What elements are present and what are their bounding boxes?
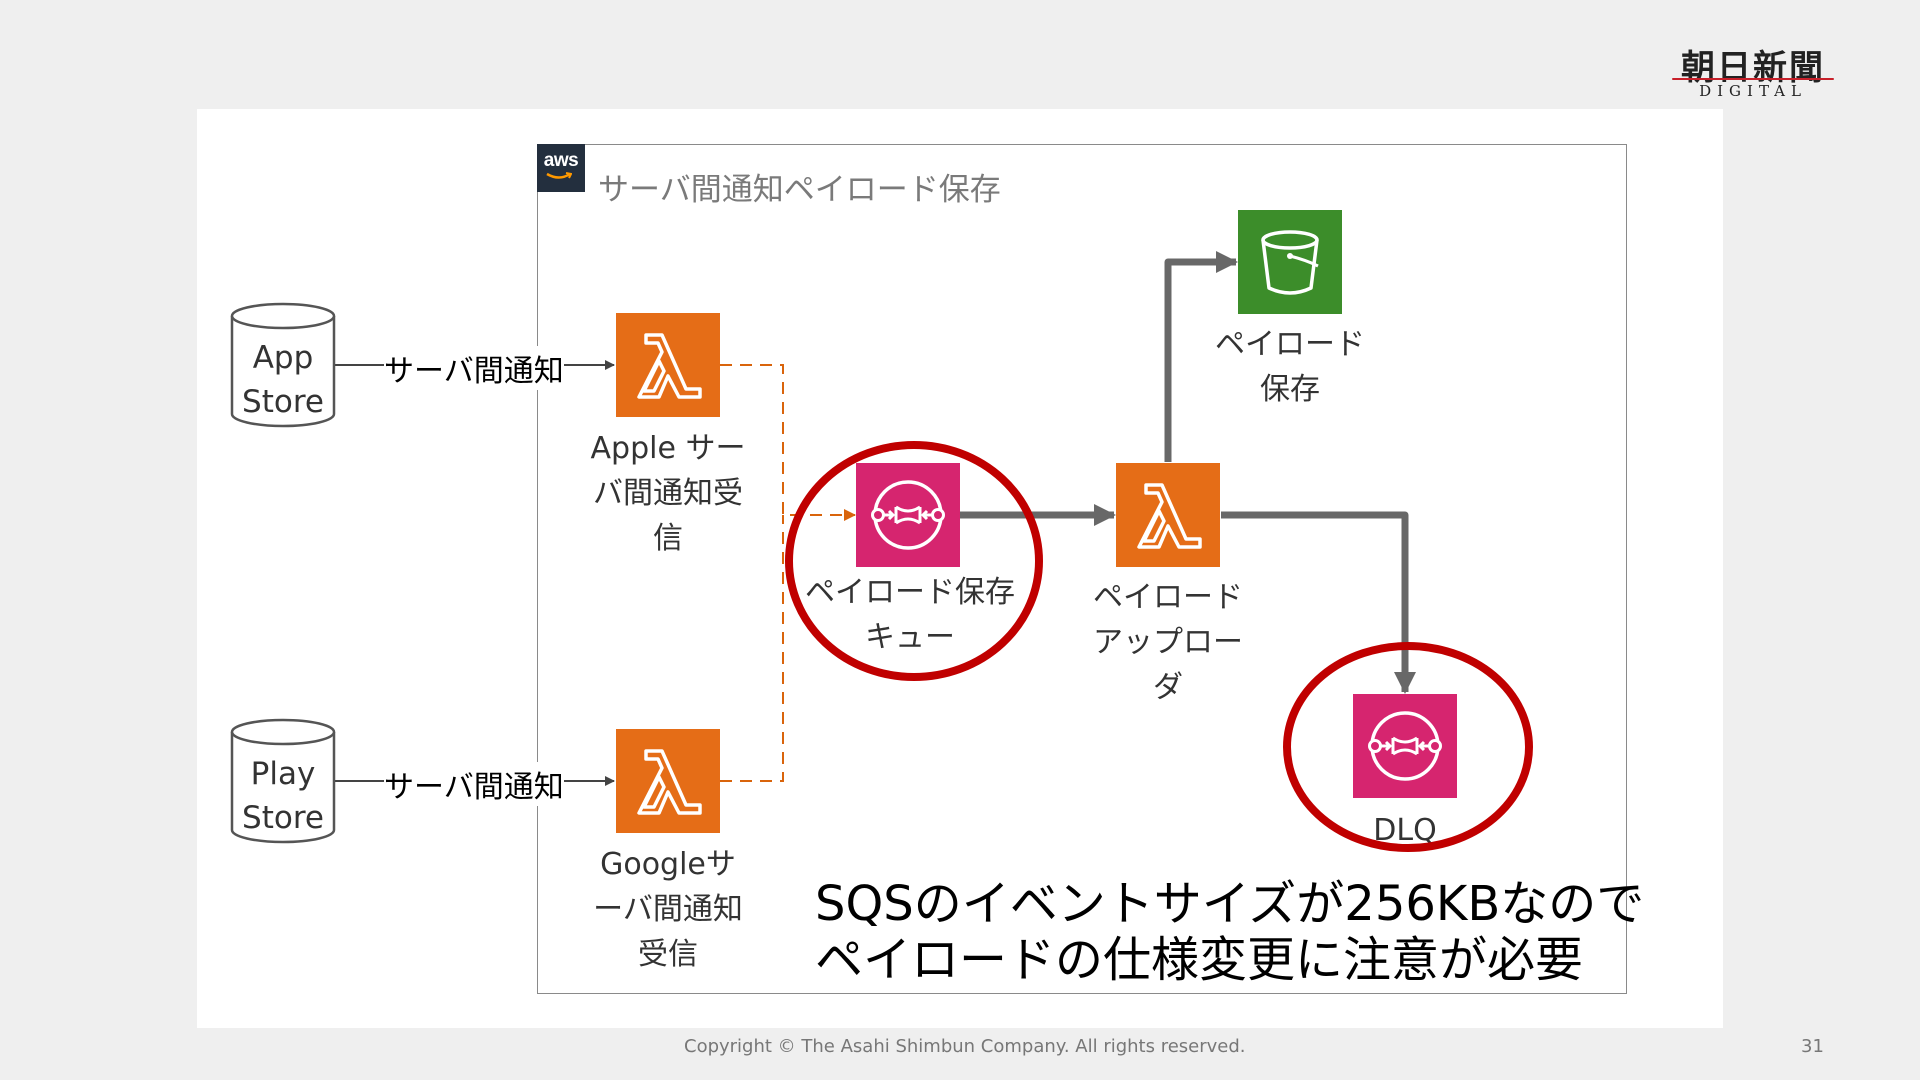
note-text: SQSのイベントサイズが256KBなので ペイロードの仕様変更に注意が必要 (815, 876, 1645, 988)
edge-google-queue (720, 515, 784, 782)
uploader-label: ペイロード アップロー ダ (1093, 580, 1243, 705)
logo-title: 朝日新聞 (1681, 48, 1825, 88)
highlight-circle-dlq (1283, 642, 1533, 852)
group-title: サーバ間通知ペイロード保存 (598, 172, 1001, 208)
dlq-node (1353, 694, 1457, 798)
edge-apple-queue (720, 364, 856, 521)
google-lambda-label: Googleサ ーバ間通知 受信 (593, 847, 743, 972)
lambda-icon (637, 749, 702, 815)
lambda-icon (637, 333, 702, 399)
edge-uploader-dlq (1221, 511, 1416, 694)
bucket-icon (1261, 230, 1319, 295)
sqs-icon (871, 480, 945, 550)
aws-group-frame (537, 144, 1627, 994)
page-number: 31 (1801, 1036, 1824, 1057)
edge-label-appstore: サーバ間通知 (384, 346, 564, 390)
copyright-text: Copyright © The Asahi Shimbun Company. A… (684, 1036, 1246, 1057)
s3-node (1238, 210, 1342, 314)
uploader-lambda-node (1116, 463, 1220, 567)
appstore-label: App Store (242, 340, 324, 420)
logo-subtitle: DIGITAL (1699, 82, 1807, 100)
edge-label-playstore: サーバ間通知 (384, 762, 564, 806)
queue-node (856, 463, 960, 567)
lambda-icon (1137, 483, 1202, 549)
queue-label: ペイロード保存 キュー (805, 575, 1015, 655)
google-lambda-node (616, 729, 720, 833)
database-icon (230, 302, 336, 428)
apple-lambda-label: Apple サー バ間通知受 信 (590, 431, 746, 556)
playstore-label: Play Store (242, 756, 324, 836)
aws-icon: aws (537, 144, 585, 192)
aws-smile-icon (546, 172, 572, 179)
database-icon (230, 718, 336, 844)
sqs-icon (1368, 711, 1442, 781)
content-panel (197, 109, 1723, 1028)
apple-lambda-node (616, 313, 720, 417)
edge-uploader-s3 (1164, 251, 1238, 462)
logo-underline (1672, 78, 1834, 80)
aws-badge-label: aws (543, 150, 579, 171)
highlight-circle-queue (785, 441, 1043, 681)
s3-label: ペイロード 保存 (1215, 327, 1365, 407)
